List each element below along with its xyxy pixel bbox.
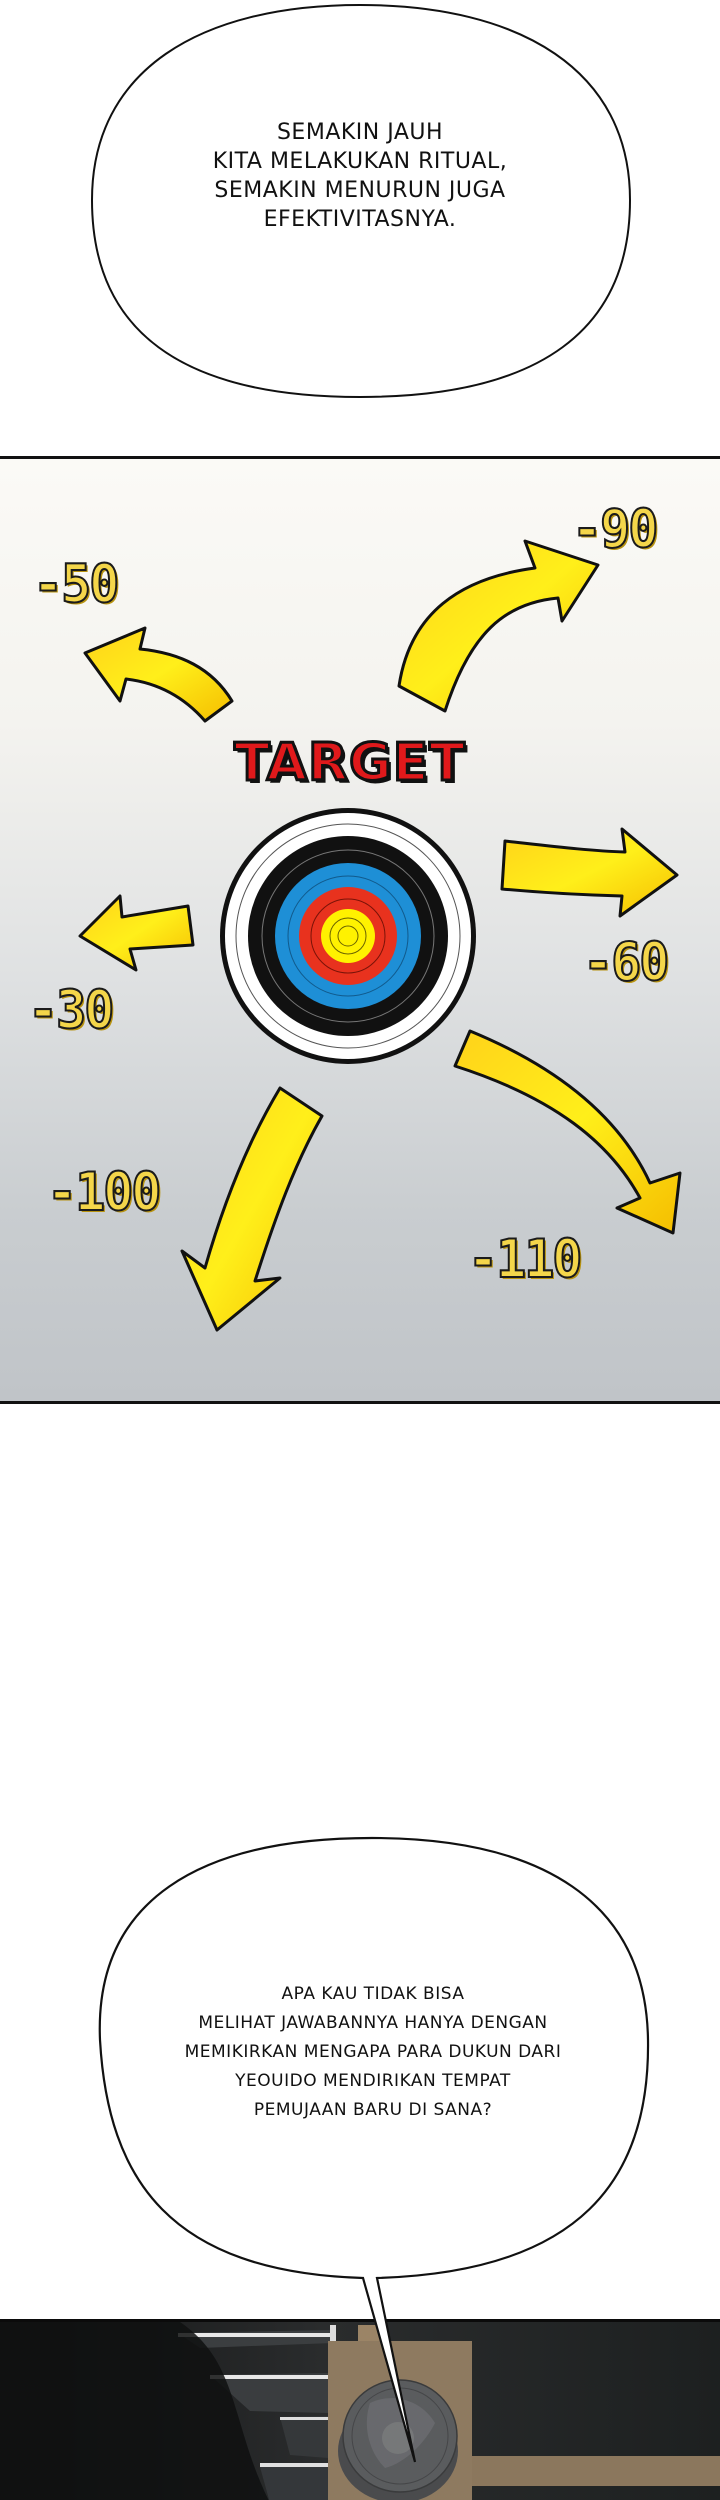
arrow-down-left-icon (180, 1086, 324, 1332)
shelf-lines (178, 2325, 336, 2500)
score-minus-90: -90 (571, 498, 659, 560)
score-minus-50: -50 (32, 553, 120, 615)
score-minus-30: -30 (27, 979, 115, 1041)
arrow-left-icon (78, 894, 195, 972)
dialogue-line: SEMAKIN MENURUN JUGA (214, 178, 506, 203)
dialogue-line: MEMIKIRKAN MENGAPA PARA DUKUN DARI (184, 2042, 562, 2062)
dialogue-line: PEMUJAAN BARU DI SANA? (253, 2100, 493, 2120)
speech-bubble-top-text: SEMAKIN JAUH KITA MELAKUKAN RITUAL, SEMA… (90, 118, 630, 234)
arrows-layer (78, 539, 682, 1332)
board-tab (358, 2325, 382, 2345)
bottom-scene-panel (0, 2319, 720, 2500)
arrow-right-icon (500, 827, 679, 918)
speech-bubble-top (90, 3, 632, 399)
score-minus-100: -100 (46, 1161, 162, 1223)
arrow-up-right-icon (397, 539, 600, 713)
speech-bubble-bottom-text: APA KAU TIDAK BISA MELIHAT JAWABANNYA HA… (98, 1980, 648, 2125)
target-panel: TARGET -50 -90 -60 -30 -100 -110 (0, 456, 720, 1404)
dialogue-line: EFEKTIVITASNYA. (263, 207, 457, 232)
scene-illustration (0, 2322, 720, 2500)
arrow-up-left-icon (83, 626, 234, 723)
arrow-down-right-icon (453, 1029, 682, 1235)
dialogue-line: SEMAKIN JAUH (276, 120, 444, 145)
dialogue-line: KITA MELAKUKAN RITUAL, (212, 149, 508, 174)
dialogue-line: APA KAU TIDAK BISA (281, 1984, 465, 2004)
dialogue-line: YEOUIDO MENDIRIKAN TEMPAT (235, 2071, 511, 2091)
score-minus-110: -110 (467, 1228, 583, 1290)
speech-bubble-bottom (98, 1836, 650, 2463)
wooden-bar (472, 2456, 720, 2486)
score-minus-60: -60 (582, 931, 670, 993)
archery-target-icon (220, 808, 476, 1064)
speaker-object-icon (338, 2379, 458, 2500)
dialogue-line: MELIHAT JAWABANNYA HANYA DENGAN (198, 2013, 548, 2033)
target-title: TARGET (233, 733, 466, 793)
